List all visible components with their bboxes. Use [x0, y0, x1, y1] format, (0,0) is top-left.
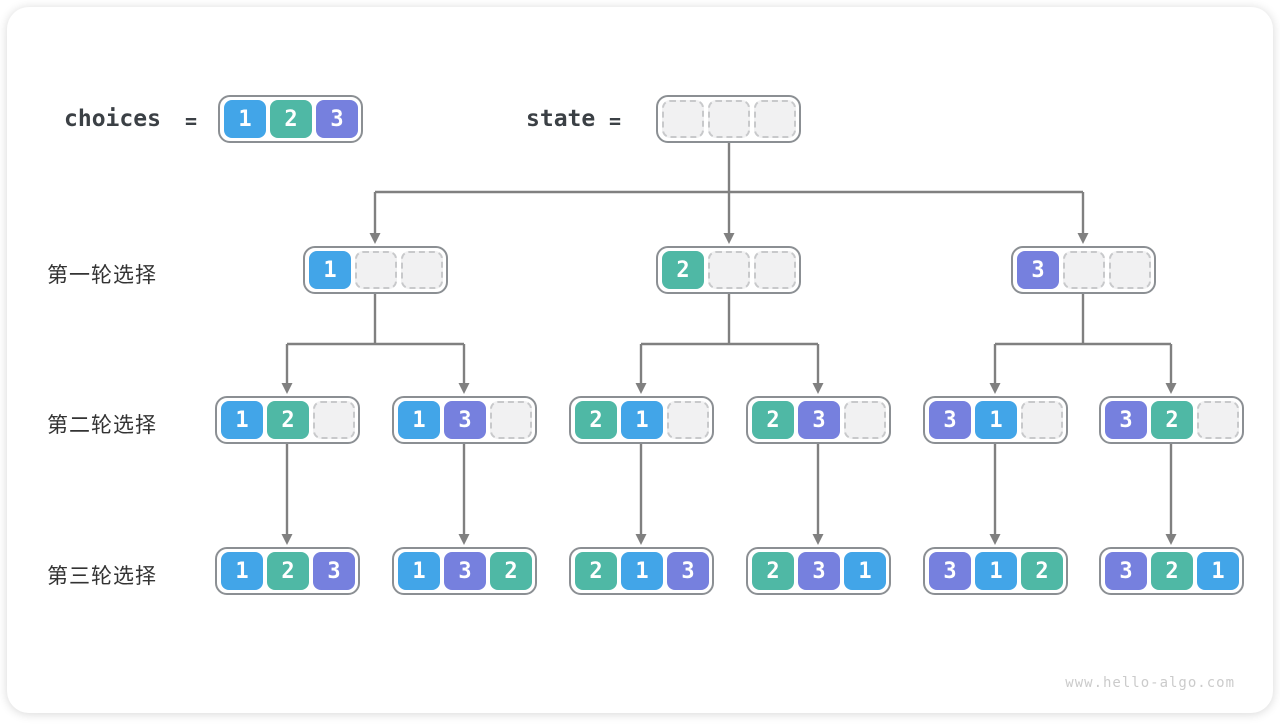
value-cell-3: 3	[444, 552, 486, 590]
value-cell-1: 1	[221, 401, 263, 439]
value-cell-2: 2	[1021, 552, 1063, 590]
round1-node-1: 1	[303, 246, 448, 294]
value-cell-3: 3	[1017, 251, 1059, 289]
value-cell-2: 2	[575, 401, 617, 439]
value-cell-1: 1	[398, 552, 440, 590]
site-watermark: www.hello-algo.com	[1065, 675, 1235, 691]
empty-slot	[1109, 251, 1151, 289]
empty-slot	[490, 401, 532, 439]
value-cell-3: 3	[316, 100, 358, 138]
round1-label: 第一轮选择	[47, 264, 157, 287]
value-cell-2: 2	[490, 552, 532, 590]
value-cell-1: 1	[309, 251, 351, 289]
state-equals-sign: =	[609, 109, 622, 133]
empty-slot	[754, 100, 796, 138]
round1-node-2: 2	[656, 246, 801, 294]
round2-label: 第二轮选择	[47, 414, 157, 437]
value-cell-1: 1	[1197, 552, 1239, 590]
value-cell-1: 1	[621, 552, 663, 590]
round3-label: 第三轮选择	[47, 565, 157, 588]
value-cell-1: 1	[844, 552, 886, 590]
value-cell-2: 2	[267, 401, 309, 439]
choices-label: choices	[64, 106, 161, 132]
empty-slot	[1021, 401, 1063, 439]
value-cell-3: 3	[667, 552, 709, 590]
empty-slot	[313, 401, 355, 439]
empty-slot	[401, 251, 443, 289]
value-cell-1: 1	[975, 401, 1017, 439]
value-cell-3: 3	[929, 552, 971, 590]
state-label: state	[526, 106, 596, 132]
value-cell-1: 1	[224, 100, 266, 138]
value-cell-1: 1	[621, 401, 663, 439]
value-cell-2: 2	[1151, 401, 1193, 439]
empty-slot	[754, 251, 796, 289]
empty-slot	[1197, 401, 1239, 439]
value-cell-2: 2	[270, 100, 312, 138]
empty-slot	[1063, 251, 1105, 289]
tree-connector-lines	[281, 143, 1177, 545]
value-cell-3: 3	[798, 552, 840, 590]
empty-slot	[708, 251, 750, 289]
empty-slot	[662, 100, 704, 138]
value-cell-1: 1	[398, 401, 440, 439]
value-cell-2: 2	[1151, 552, 1193, 590]
value-cell-3: 3	[798, 401, 840, 439]
value-cell-2: 2	[267, 552, 309, 590]
value-cell-2: 2	[752, 552, 794, 590]
round1-node-3: 3	[1011, 246, 1156, 294]
state-array-box	[656, 95, 801, 143]
empty-slot	[355, 251, 397, 289]
value-cell-3: 3	[444, 401, 486, 439]
choices-equals-sign: =	[185, 109, 198, 133]
value-cell-3: 3	[313, 552, 355, 590]
value-cell-1: 1	[975, 552, 1017, 590]
value-cell-3: 3	[929, 401, 971, 439]
empty-slot	[667, 401, 709, 439]
value-cell-2: 2	[575, 552, 617, 590]
empty-slot	[708, 100, 750, 138]
value-cell-3: 3	[1105, 552, 1147, 590]
value-cell-2: 2	[662, 251, 704, 289]
value-cell-1: 1	[221, 552, 263, 590]
empty-slot	[844, 401, 886, 439]
value-cell-3: 3	[1105, 401, 1147, 439]
value-cell-2: 2	[752, 401, 794, 439]
